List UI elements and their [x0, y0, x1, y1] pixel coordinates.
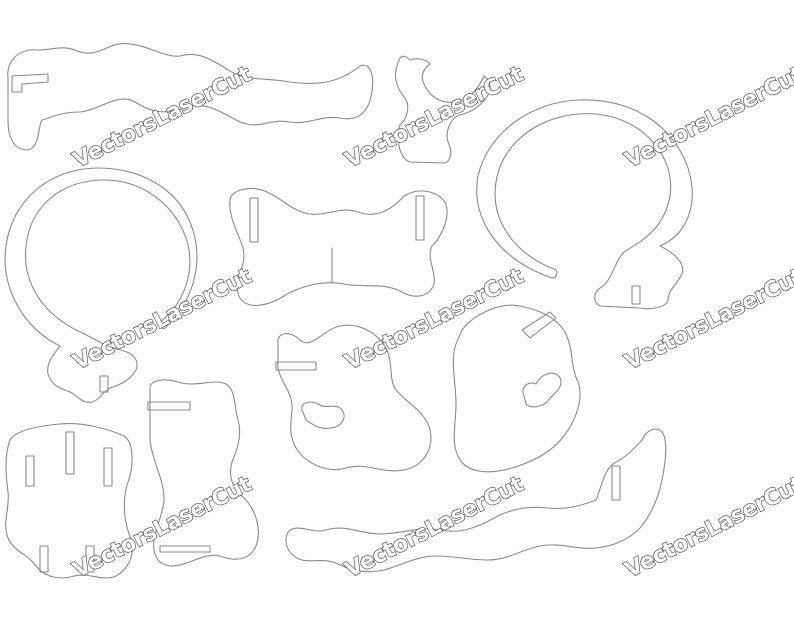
part-small-vertical [147, 379, 259, 567]
part-small-hook [394, 55, 491, 164]
watermark-3: VectorsLaserCut [621, 62, 794, 174]
watermark-5: VectorsLaserCut [341, 264, 528, 376]
part-ring-right [476, 99, 693, 310]
watermark-layer: VectorsLaserCut VectorsLaserCut VectorsL… [69, 61, 794, 584]
part-leg-bottom [285, 428, 667, 573]
part-ring-left [4, 167, 198, 403]
watermark-9: VectorsLaserCut [621, 472, 794, 584]
part-torso-top [7, 42, 374, 151]
part-blob-center [275, 324, 432, 472]
part-blob-right [452, 304, 581, 473]
watermark-1: VectorsLaserCut [69, 62, 256, 174]
part-central-bone [229, 187, 448, 306]
watermark-2: VectorsLaserCut [341, 62, 528, 174]
watermark-8: VectorsLaserCut [341, 472, 528, 584]
part-fan-bottom-left [5, 423, 133, 579]
watermark-4: VectorsLaserCut [69, 264, 256, 376]
watermark-6: VectorsLaserCut [621, 264, 794, 376]
